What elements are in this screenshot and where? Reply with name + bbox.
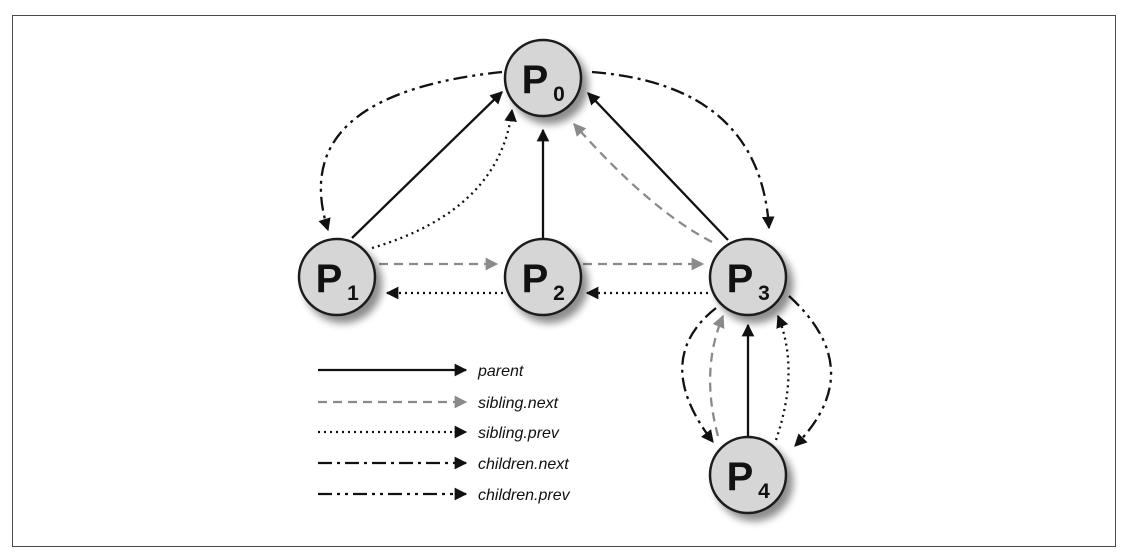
node-p1-letter: P — [316, 257, 343, 301]
edge-children-next-p0-p3 — [591, 70, 775, 230]
edge-sibling-next-p4-p3 — [708, 314, 725, 437]
node-p1-subscript: 1 — [347, 282, 359, 305]
legend-item-children-next: children.next — [318, 456, 569, 473]
edge-children-prev-p3-p4 — [788, 295, 833, 447]
node-p2-subscript: 2 — [553, 282, 565, 305]
legend-label-sibling-next: sibling.next — [478, 395, 559, 412]
legend-label-parent: parent — [477, 363, 524, 380]
legend-item-sibling-prev: sibling.prev — [318, 425, 560, 442]
node-p3-subscript: 3 — [758, 282, 770, 305]
node-p4: P 4 — [708, 435, 788, 515]
node-p0-subscript: 0 — [553, 83, 565, 106]
node-p4-letter: P — [727, 455, 754, 499]
edge-sibling-next-p3-p0 — [573, 123, 713, 244]
edge-sibling-prev-p4-p3 — [774, 314, 790, 441]
edge-parent-p1-p0 — [351, 91, 503, 239]
edge-parent-p3-p0 — [587, 92, 729, 241]
node-p2-letter: P — [522, 257, 549, 301]
legend-label-sibling-prev: sibling.prev — [478, 425, 560, 442]
node-p2: P 2 — [503, 237, 583, 317]
edge-children-prev-p0-p1 — [318, 70, 503, 232]
edges — [318, 70, 833, 447]
legend-label-children-prev: children.prev — [478, 487, 571, 504]
legend-item-sibling-next: sibling.next — [318, 395, 559, 412]
node-p3-letter: P — [727, 257, 754, 301]
node-p1: P 1 — [297, 237, 377, 317]
edge-children-next-p3-p4 — [681, 307, 717, 444]
edge-sibling-prev-p1-p0 — [371, 108, 517, 250]
nodes: P 0 P 1 P 2 P 3 P 4 — [297, 38, 788, 515]
legend-item-children-prev: children.prev — [318, 487, 571, 504]
node-p3: P 3 — [708, 237, 788, 317]
legend: parent sibling.next sibling.prev childre… — [318, 363, 571, 504]
node-p0: P 0 — [503, 38, 583, 118]
node-p4-subscript: 4 — [758, 480, 770, 503]
legend-label-children-next: children.next — [478, 456, 569, 473]
node-p0-letter: P — [522, 58, 549, 102]
legend-item-parent: parent — [318, 363, 524, 380]
